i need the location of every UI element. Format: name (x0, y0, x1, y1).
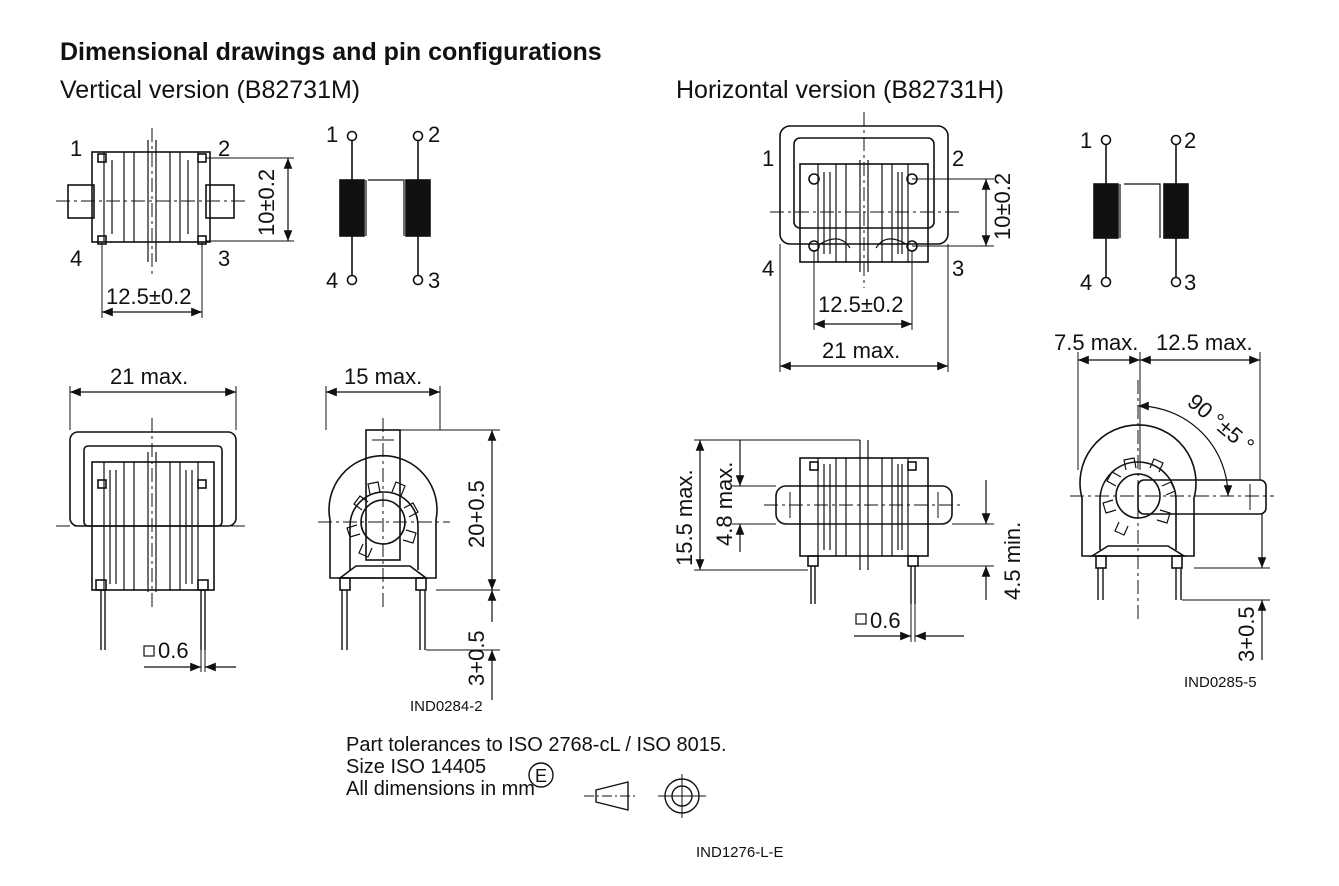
vertical-top-pin-3: 3 (218, 246, 230, 271)
vertical-top-pin-2: 2 (218, 136, 230, 161)
horizontal-schematic-pin-2: 2 (1184, 128, 1196, 153)
horizontal-front-view (694, 439, 994, 642)
vertical-top-pin-4: 4 (70, 246, 82, 271)
vertical-schematic-pin-1: 1 (326, 122, 338, 147)
envelope-symbol (528, 762, 554, 788)
horizontal-dim-angle: 90 °±5 ° (1183, 389, 1259, 459)
vertical-dim-height: 20+0.5 (464, 480, 489, 548)
vertical-schematic-pin-4: 4 (326, 268, 338, 293)
horizontal-dim-pin-height: 10±0.2 (990, 173, 1015, 240)
horizontal-dim-height-center: 4.8 max. (712, 462, 737, 546)
horizontal-schematic-pin-3: 3 (1184, 270, 1196, 295)
vertical-dim-pin-section: 0.6 (158, 638, 189, 663)
vertical-schematic-pin-3: 3 (428, 268, 440, 293)
tolerance-notes: Part tolerances to ISO 2768-cL / ISO 801… (346, 734, 727, 800)
vertical-schematic (339, 130, 431, 286)
tolerance-note-line-1: Part tolerances to ISO 2768-cL / ISO 801… (346, 734, 727, 756)
vertical-side-view (318, 386, 500, 700)
horizontal-dim-width: 21 max. (822, 338, 900, 363)
horizontal-top-view (770, 112, 994, 372)
horizontal-schematic-pin-4: 4 (1080, 270, 1092, 295)
projection-symbol (584, 774, 706, 818)
notes-ref: IND1276-L-E (696, 844, 784, 861)
horizontal-schematic (1093, 134, 1189, 288)
horizontal-top-pin-1: 1 (762, 146, 774, 171)
page-title: Dimensional drawings and pin configurati… (60, 38, 602, 66)
vertical-dim-width: 21 max. (110, 364, 188, 389)
horizontal-dim-pin-section: 0.6 (870, 608, 901, 633)
horizontal-top-pin-2: 2 (952, 146, 964, 171)
horizontal-drawing-ref: IND0285-5 (1184, 674, 1257, 691)
horizontal-top-pin-3: 3 (952, 256, 964, 281)
vertical-drawing-ref: IND0284-2 (410, 698, 483, 715)
vertical-dim-lead: 3+0.5 (464, 630, 489, 686)
vertical-dim-pin-pitch: 12.5±0.2 (106, 284, 191, 309)
horizontal-dim-pin-pitch: 12.5±0.2 (818, 292, 903, 317)
envelope-symbol-letter: E (535, 766, 547, 786)
horizontal-dim-height-total: 15.5 max. (672, 469, 697, 566)
horizontal-side-view (1070, 352, 1274, 660)
vertical-schematic-pin-2: 2 (428, 122, 440, 147)
horizontal-version-label: Horizontal version (B82731H) (676, 76, 1004, 104)
tolerance-note-line-3: All dimensions in mm (346, 778, 535, 800)
vertical-top-view (56, 128, 294, 318)
horizontal-top-pin-4: 4 (762, 256, 774, 281)
vertical-dim-depth: 15 max. (344, 364, 422, 389)
tolerance-note-line-2: Size ISO 14405 (346, 756, 487, 778)
vertical-top-pin-1: 1 (70, 136, 82, 161)
vertical-dim-pin-height: 10±0.2 (254, 169, 279, 236)
vertical-version-label: Vertical version (B82731M) (60, 76, 361, 104)
horizontal-dim-right-offset: 12.5 max. (1156, 330, 1253, 355)
vertical-front-view (56, 386, 248, 672)
horizontal-schematic-pin-1: 1 (1080, 128, 1092, 153)
horizontal-dim-lead: 3+0.5 (1234, 606, 1259, 662)
horizontal-dim-lead-min: 4.5 min. (1000, 522, 1025, 600)
horizontal-dim-left-offset: 7.5 max. (1054, 330, 1138, 355)
